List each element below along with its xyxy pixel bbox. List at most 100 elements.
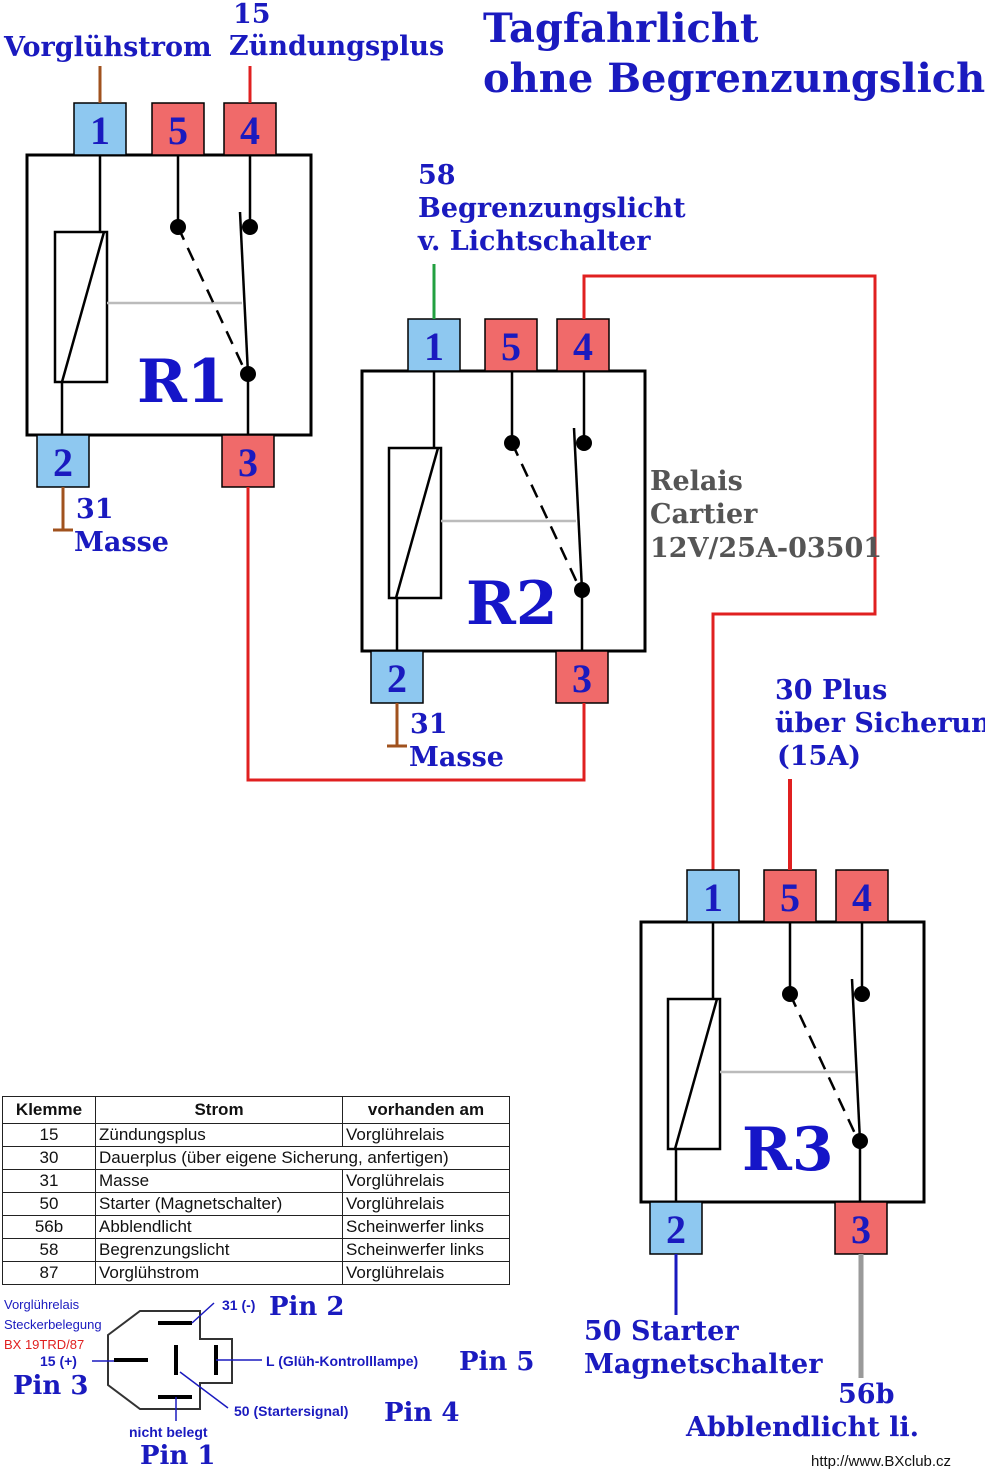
table-header-row: Klemme Strom vorhanden am xyxy=(2,1096,510,1124)
diagram-title-line1: Tagfahrlicht xyxy=(483,5,759,52)
table-row: 56b Abblendlicht Scheinwerfer links xyxy=(2,1215,510,1239)
table-cell-vorhanden: Vorglührelais xyxy=(342,1123,510,1147)
table-cell-klemme: 87 xyxy=(2,1261,96,1285)
connector-pin5-signal: L (Glüh-Kontrolllampe) xyxy=(266,1353,418,1369)
table-cell-strom: Vorglühstrom xyxy=(95,1261,343,1285)
r2-pin-4-label: 4 xyxy=(573,324,593,369)
label-r2-pin1-name: Begrenzungslicht xyxy=(418,193,686,224)
table-header-klemme: Klemme xyxy=(2,1096,96,1124)
table-header-strom: Strom xyxy=(95,1096,343,1124)
table-cell-vorhanden: Scheinwerfer links xyxy=(342,1215,510,1239)
table-cell-strom: Dauerplus (über eigene Sicherung, anfert… xyxy=(95,1146,510,1170)
label-relay-type-line1: Relais xyxy=(650,466,743,497)
r2-pin-1-label: 1 xyxy=(424,324,444,369)
label-r3-pin3-line2: Abblendlicht li. xyxy=(685,1412,919,1443)
label-r2-masse-name: Masse xyxy=(409,742,504,773)
r1-pin-4 xyxy=(223,102,277,156)
r1-pin-5 xyxy=(151,102,205,156)
connector-pin4-signal: 50 (Startersignal) xyxy=(234,1403,348,1419)
r3-pin-4-label: 4 xyxy=(852,875,872,920)
table-cell-klemme: 31 xyxy=(2,1169,96,1193)
table-cell-strom: Masse xyxy=(95,1169,343,1193)
table-cell-klemme: 15 xyxy=(2,1123,96,1147)
wire-r2-pin4-to-r3-pin1 xyxy=(582,274,877,870)
r1-pin-1-label: 1 xyxy=(90,108,110,153)
label-r1-masse-name: Masse xyxy=(74,527,169,558)
relay-r3: R3 1 5 4 2 3 xyxy=(639,869,926,1255)
table-row: 30 Dauerplus (über eigene Sicherung, anf… xyxy=(2,1146,510,1170)
r1-pin-5-label: 5 xyxy=(168,108,188,153)
connector-outline xyxy=(107,1310,233,1410)
r2-pin-3 xyxy=(555,650,609,704)
wire-r1-pin3-to-r2-pin3 xyxy=(246,487,586,782)
relay-r1: R1 1 5 4 2 3 xyxy=(25,102,313,488)
wire-r2-masse xyxy=(387,703,407,748)
connector-pin2-signal: 31 (-) xyxy=(222,1297,255,1313)
r3-pin-3-label: 3 xyxy=(851,1207,871,1252)
label-r3-pin5-line2: über Sicherung xyxy=(775,708,985,739)
diagram-title-line2: ohne Begrenzungslicht xyxy=(483,55,985,102)
table-row: 50 Starter (Magnetschalter) Vorglührelai… xyxy=(2,1192,510,1216)
r3-pin-4 xyxy=(835,869,889,923)
r3-pin-1 xyxy=(686,869,740,923)
label-r3-pin5-line1: 30 Plus xyxy=(775,675,887,706)
r1-pin-4-label: 4 xyxy=(240,108,260,153)
r2-pin-5-label: 5 xyxy=(501,324,521,369)
connector-pin3-signal: 15 (+) xyxy=(40,1353,77,1369)
r3-pin-3 xyxy=(834,1201,888,1255)
table-row: 15 Zündungsplus Vorglührelais xyxy=(2,1123,510,1147)
label-r3-pin2-line1: 50 Starter xyxy=(584,1316,739,1347)
relay-r2: R2 1 5 4 2 3 xyxy=(360,318,647,704)
connector-pin5-name: Pin 5 xyxy=(459,1347,534,1377)
table-cell-klemme: 56b xyxy=(2,1215,96,1239)
r3-pin-5-label: 5 xyxy=(780,875,800,920)
label-r1-pin4-number: 15 xyxy=(233,0,271,30)
connector-pin2-name: Pin 2 xyxy=(269,1292,344,1322)
connector-pinout: Vorglührelais Steckerbelegung BX 19TRD/8… xyxy=(4,1292,534,1470)
table-row: 31 Masse Vorglührelais xyxy=(2,1169,510,1193)
r2-pin-3-label: 3 xyxy=(572,656,592,701)
relay-r1-label: R1 xyxy=(137,347,229,417)
label-r3-pin2-line2: Magnetschalter xyxy=(584,1349,823,1380)
connector-pin4-name: Pin 4 xyxy=(384,1398,459,1428)
table-cell-klemme: 50 xyxy=(2,1192,96,1216)
label-r1-pin4-name: Zündungsplus xyxy=(229,31,444,62)
table-cell-klemme: 30 xyxy=(2,1146,96,1170)
table-header-vorhanden: vorhanden am xyxy=(342,1096,510,1124)
r3-pin-5 xyxy=(763,869,817,923)
r2-pin-2-label: 2 xyxy=(387,656,407,701)
table-cell-vorhanden: Vorglührelais xyxy=(342,1261,510,1285)
r1-pin-1 xyxy=(73,102,127,156)
label-r2-pin1-number: 58 xyxy=(418,160,456,191)
table-cell-vorhanden: Vorglührelais xyxy=(342,1169,510,1193)
table-cell-strom: Begrenzungslicht xyxy=(95,1238,343,1262)
table-cell-strom: Abblendlicht xyxy=(95,1215,343,1239)
footer-url: http://www.BXclub.cz xyxy=(811,1453,951,1470)
r1-pin-2-label: 2 xyxy=(53,440,73,485)
label-r2-pin1-source: v. Lichtschalter xyxy=(417,226,651,257)
wire-r1-masse xyxy=(53,487,73,532)
connector-caption-line3: BX 19TRD/87 xyxy=(4,1337,84,1352)
r3-pin-2 xyxy=(649,1201,703,1255)
table-cell-klemme: 58 xyxy=(2,1238,96,1262)
connector-pin1-name: Pin 1 xyxy=(140,1441,215,1470)
label-r1-masse-number: 31 xyxy=(76,494,114,525)
table-cell-vorhanden: Vorglührelais xyxy=(342,1192,510,1216)
connector-pin2-leader xyxy=(191,1302,215,1324)
r3-pin-2-label: 2 xyxy=(666,1207,686,1252)
r2-pin-4 xyxy=(556,318,610,372)
relay-r3-label: R3 xyxy=(742,1115,834,1185)
label-r3-pin5-line3: (15A) xyxy=(777,741,861,772)
table-row: 58 Begrenzungslicht Scheinwerfer links xyxy=(2,1238,510,1262)
table-cell-strom: Starter (Magnetschalter) xyxy=(95,1192,343,1216)
r2-pin-5 xyxy=(484,318,538,372)
table-cell-strom: Zündungsplus xyxy=(95,1123,343,1147)
relay-r2-label: R2 xyxy=(466,569,558,639)
table-cell-vorhanden: Scheinwerfer links xyxy=(342,1238,510,1262)
connector-pin4-leader xyxy=(179,1371,229,1409)
label-relay-type-line3: 12V/25A-03501 xyxy=(650,533,882,564)
connector-caption-line1: Vorglührelais xyxy=(4,1297,80,1312)
r3-pin-1-label: 1 xyxy=(703,875,723,920)
label-r3-pin3-line1: 56b xyxy=(838,1379,894,1410)
